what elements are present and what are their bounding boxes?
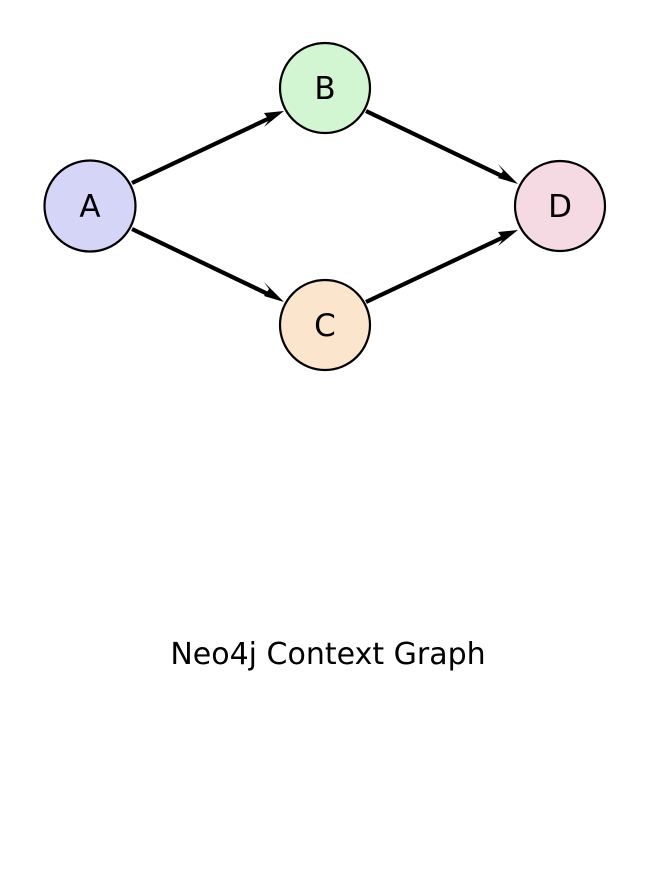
edge-c-to-d-arrowhead xyxy=(498,230,518,246)
node-a-circle[interactable] xyxy=(43,159,137,253)
graph-node-c[interactable]: C xyxy=(278,278,372,372)
node-layer: A B C D xyxy=(43,41,607,372)
edge-c-to-d-line xyxy=(365,234,507,304)
edge-a-to-b xyxy=(131,111,284,185)
edge-c-to-d xyxy=(365,230,518,304)
node-d-label: D xyxy=(548,189,572,225)
edge-a-to-b-line xyxy=(131,115,273,185)
edge-b-to-d-line xyxy=(365,109,507,180)
edge-b-to-d-arrowhead xyxy=(498,164,518,184)
graph-node-a[interactable]: A xyxy=(43,159,137,253)
edge-b-to-d xyxy=(365,109,518,184)
graph-node-d[interactable]: D xyxy=(513,159,607,253)
edge-a-to-c xyxy=(131,227,284,302)
node-c-label: C xyxy=(314,308,336,344)
edge-a-to-b-arrowhead xyxy=(264,111,284,127)
node-a-label: A xyxy=(79,189,100,225)
node-b-circle[interactable] xyxy=(278,41,372,135)
edge-a-to-c-line xyxy=(131,227,273,298)
edge-a-to-c-arrowhead xyxy=(264,282,284,302)
node-c-circle[interactable] xyxy=(278,278,372,372)
edge-layer xyxy=(131,109,518,304)
node-d-circle[interactable] xyxy=(513,159,607,253)
graph-node-b[interactable]: B xyxy=(278,41,372,135)
node-b-label: B xyxy=(314,71,335,107)
figure-caption: Neo4j Context Graph xyxy=(170,637,485,672)
